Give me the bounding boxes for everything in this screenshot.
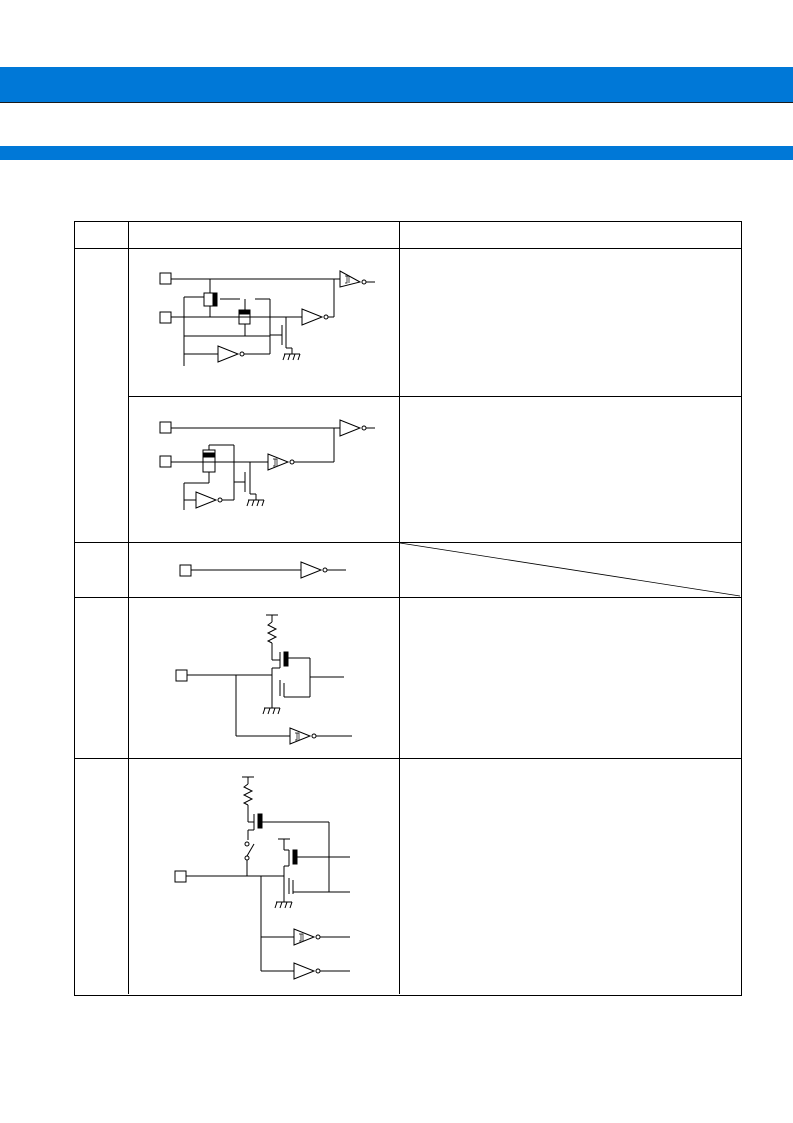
pull-up-bidirectional-circuit [174,776,350,980]
header-row-divider [75,248,741,249]
schmitt-buffer-icon [293,928,316,946]
pin-terminal [174,870,187,883]
buffer-icon [217,345,240,363]
schmitt-buffer-icon [339,270,362,288]
header-band-top [0,67,793,102]
inverter-bubble-icon [361,279,367,285]
pin-terminal [159,421,172,434]
header-band-divider [0,102,793,103]
inverter-bubble-icon [315,968,321,974]
inverter-bubble-icon [311,733,317,739]
pin-terminal [175,669,188,682]
buffer-icon [301,308,324,326]
buffer-icon [300,561,323,579]
header-band-bottom [0,146,793,160]
subrow-divider [128,396,741,397]
analog-input-circuit-a [159,270,375,366]
row-divider-1 [75,542,741,543]
analog-input-circuit-b [159,419,375,510]
resistor-icon [242,783,254,806]
inverter-bubble-icon [322,567,328,573]
schmitt-buffer-icon [289,727,312,745]
inverter-bubble-icon [239,351,245,357]
buffer-icon [195,491,218,509]
switch-contact-icon [244,855,250,861]
pin-terminal [179,564,192,577]
buffer-icon [293,962,316,980]
cmos-input-circuit [179,561,346,579]
pmos-gate-icon [257,813,263,829]
pin-terminal [159,311,172,324]
switch-contact-icon [244,841,250,847]
pin-terminal [159,455,172,468]
pin-terminal [159,272,172,285]
inverter-bubble-icon [289,459,295,465]
remarks-not-applicable-diagonal [399,542,741,597]
schmitt-buffer-icon [267,453,290,471]
inverter-bubble-icon [217,497,223,503]
buffer-icon [339,419,362,437]
column-divider-type [128,222,129,994]
inverter-bubble-icon [315,934,321,940]
column-divider-circuit [399,222,400,994]
row-divider-3 [75,758,741,759]
row-divider-2 [75,597,741,598]
resistor-icon [266,621,278,644]
pull-up-input-circuit [175,614,352,745]
pmos-gate-icon [283,651,289,667]
inverter-bubble-icon [361,425,367,431]
inverter-bubble-icon [323,314,329,320]
pull-up-switch-icon [246,843,255,857]
io-circuit-table [74,221,742,996]
pmos-gate-icon [292,849,298,865]
